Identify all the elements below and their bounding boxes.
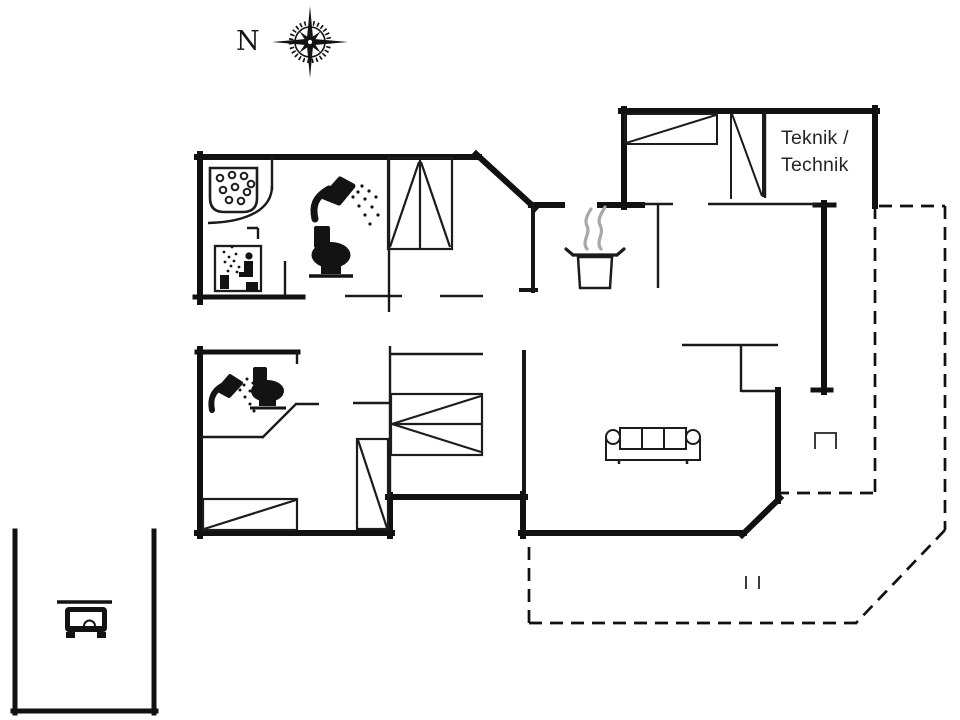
shower-icon-bath1	[310, 176, 380, 226]
shower-spray-dots	[351, 184, 380, 226]
toilet-icon-bath1	[309, 226, 353, 278]
compass-north-label: N	[236, 26, 260, 57]
car-icon	[57, 600, 112, 638]
terrace-step-marks	[745, 576, 760, 589]
room-label-teknik-line2: Technik	[781, 154, 849, 176]
bunk-bed-icon	[389, 392, 484, 457]
sofa-icon	[605, 427, 701, 464]
whirlpool-bath-icon	[208, 166, 259, 214]
cooking-pot-icon	[564, 205, 626, 290]
toilet-icon-bath2	[250, 367, 286, 410]
grill-marker-icon	[814, 432, 837, 449]
single-bed-icon-north-2	[730, 113, 764, 199]
shower-spray-dots	[238, 377, 258, 413]
shower-icon-bath2	[208, 374, 258, 413]
single-bed-icon-sw-1	[201, 497, 299, 532]
exterior-walls	[192, 105, 880, 540]
single-bed-icon-sw-2	[355, 437, 390, 531]
single-bed-icon-north-1	[624, 113, 718, 145]
room-label-teknik: Teknik / Technik	[781, 125, 849, 179]
room-label-teknik-line1: Teknik /	[781, 127, 849, 149]
wardrobe-icon	[386, 156, 454, 251]
door-swing-arc	[207, 185, 274, 225]
compass-rose-icon	[272, 6, 348, 78]
terrace-dashed-outline	[527, 204, 947, 625]
interior-walls	[200, 112, 817, 499]
carport-walls	[10, 528, 159, 716]
sauna-icon	[213, 244, 263, 293]
